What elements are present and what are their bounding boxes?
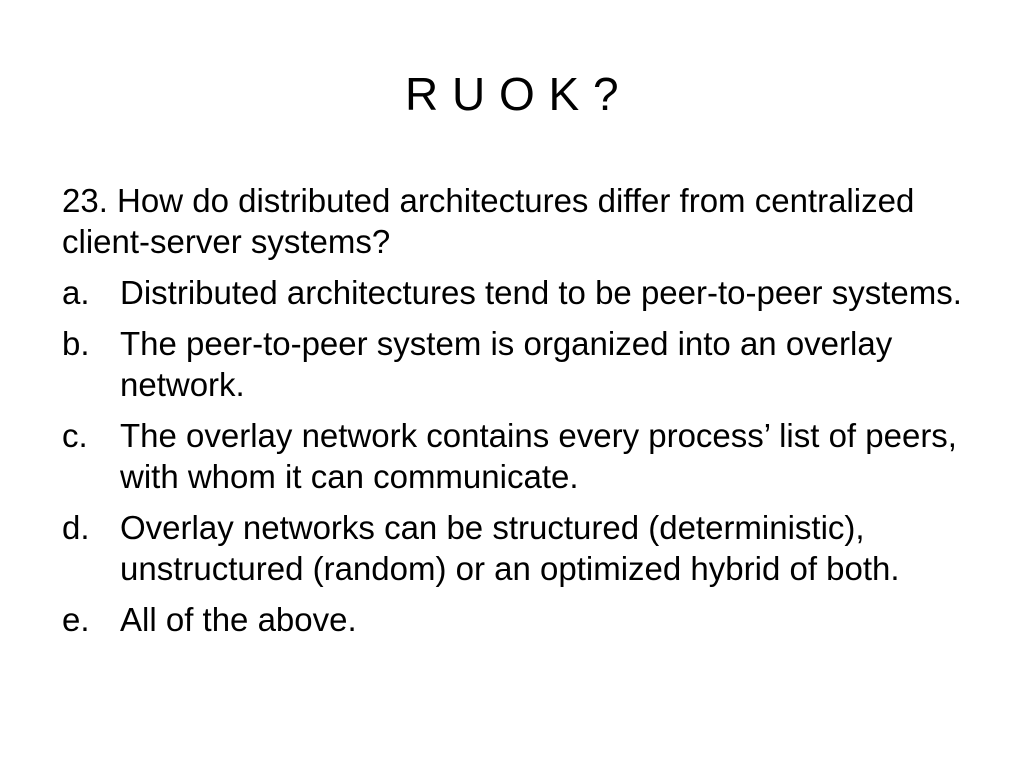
option-text: The peer-to-peer system is organized int…: [120, 325, 893, 403]
question-text: 23. How do distributed architectures dif…: [62, 182, 915, 260]
option-text: All of the above.: [120, 601, 357, 638]
option-letter: e.: [62, 601, 90, 638]
slide-title: R U O K ?: [404, 68, 620, 120]
slide-body: 23. How do distributed architectures dif…: [62, 180, 962, 650]
option-text: The overlay network contains every proce…: [120, 417, 957, 495]
answer-option-e: e. All of the above.: [62, 599, 962, 640]
option-letter: c.: [62, 417, 88, 454]
answer-option-a: a. Distributed architectures tend to be …: [62, 272, 962, 313]
answer-option-b: b. The peer-to-peer system is organized …: [62, 323, 962, 405]
option-letter: b.: [62, 325, 90, 362]
answer-option-c: c. The overlay network contains every pr…: [62, 415, 962, 497]
answer-options-list: a. Distributed architectures tend to be …: [62, 272, 962, 640]
option-text: Overlay networks can be structured (dete…: [120, 509, 900, 587]
option-text: Distributed architectures tend to be pee…: [120, 274, 962, 311]
option-letter: d.: [62, 509, 90, 546]
option-letter: a.: [62, 274, 90, 311]
answer-option-d: d. Overlay networks can be structured (d…: [62, 507, 962, 589]
